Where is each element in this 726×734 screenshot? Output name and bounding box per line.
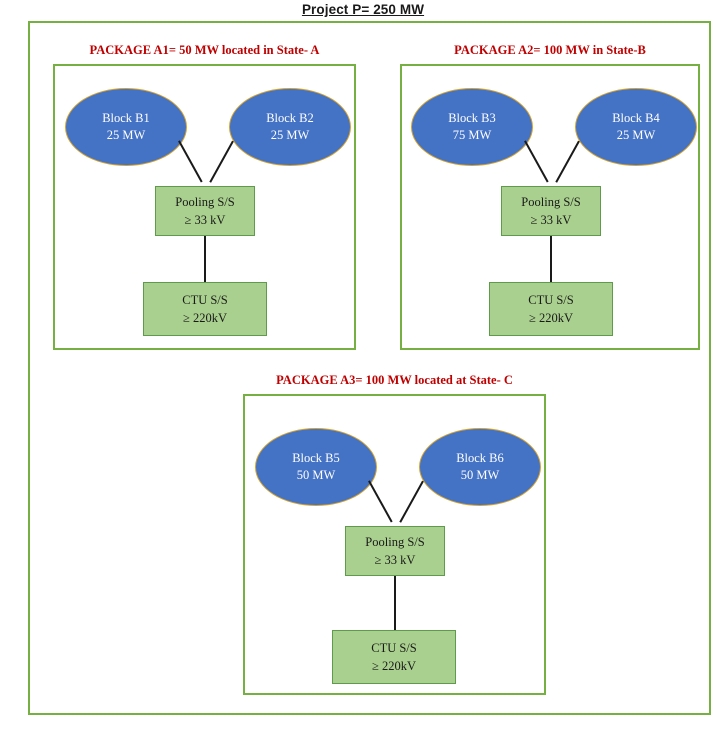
ctu-ss-a2: CTU S/S ≥ 220kV [489,282,613,336]
package-a3-label: PACKAGE A3= 100 MW located at State- C [276,373,513,387]
ctu-ss-a1: CTU S/S ≥ 220kV [143,282,267,336]
ctu-ss-a1-name: CTU S/S [182,292,228,307]
package-a3-box [243,394,546,695]
pooling-ss-a2: Pooling S/S ≥ 33 kV [501,186,601,236]
block-b1-name: Block B1 [102,111,150,126]
pooling-ss-a1: Pooling S/S ≥ 33 kV [155,186,255,236]
block-b3-ellipse: Block B3 75 MW [411,88,533,166]
package-a2-label: PACKAGE A2= 100 MW in State-B [454,43,646,57]
block-b4-capacity: 25 MW [616,128,656,142]
block-b6-ellipse: Block B6 50 MW [419,428,541,506]
package-a1-box [53,64,356,350]
package-a2-box [400,64,700,350]
pooling-ss-a3: Pooling S/S ≥ 33 kV [345,526,445,576]
ctu-ss-a3-voltage: ≥ 220kV [371,659,416,673]
connector-pooling-to-ctu-a2 [550,236,552,282]
block-b5-ellipse: Block B5 50 MW [255,428,377,506]
block-b5-capacity: 50 MW [296,468,336,482]
block-b3-capacity: 75 MW [452,128,492,142]
block-b5-name: Block B5 [292,451,340,466]
block-b1-ellipse: Block B1 25 MW [65,88,187,166]
page-title: Project P= 250 MW [301,2,425,17]
ctu-ss-a3-name: CTU S/S [371,640,417,655]
block-b2-name: Block B2 [266,111,314,126]
pooling-ss-a3-voltage: ≥ 33 kV [374,553,416,567]
pooling-ss-a3-name: Pooling S/S [365,534,425,549]
ctu-ss-a2-name: CTU S/S [528,292,574,307]
block-b2-ellipse: Block B2 25 MW [229,88,351,166]
block-b2-capacity: 25 MW [270,128,310,142]
package-a1-label: PACKAGE A1= 50 MW located in State- A [89,43,320,57]
block-b3-name: Block B3 [448,111,496,126]
ctu-ss-a3: CTU S/S ≥ 220kV [332,630,456,684]
pooling-ss-a1-name: Pooling S/S [175,194,235,209]
connector-pooling-to-ctu-a1 [204,236,206,282]
pooling-ss-a1-voltage: ≥ 33 kV [184,213,226,227]
block-b6-name: Block B6 [456,451,504,466]
block-b4-ellipse: Block B4 25 MW [575,88,697,166]
block-b6-capacity: 50 MW [460,468,500,482]
connector-pooling-to-ctu-a3 [394,576,396,630]
ctu-ss-a2-voltage: ≥ 220kV [528,311,573,325]
ctu-ss-a1-voltage: ≥ 220kV [182,311,227,325]
pooling-ss-a2-voltage: ≥ 33 kV [530,213,572,227]
pooling-ss-a2-name: Pooling S/S [521,194,581,209]
diagram-outer-frame [28,21,711,715]
block-b1-capacity: 25 MW [106,128,146,142]
block-b4-name: Block B4 [612,111,660,126]
